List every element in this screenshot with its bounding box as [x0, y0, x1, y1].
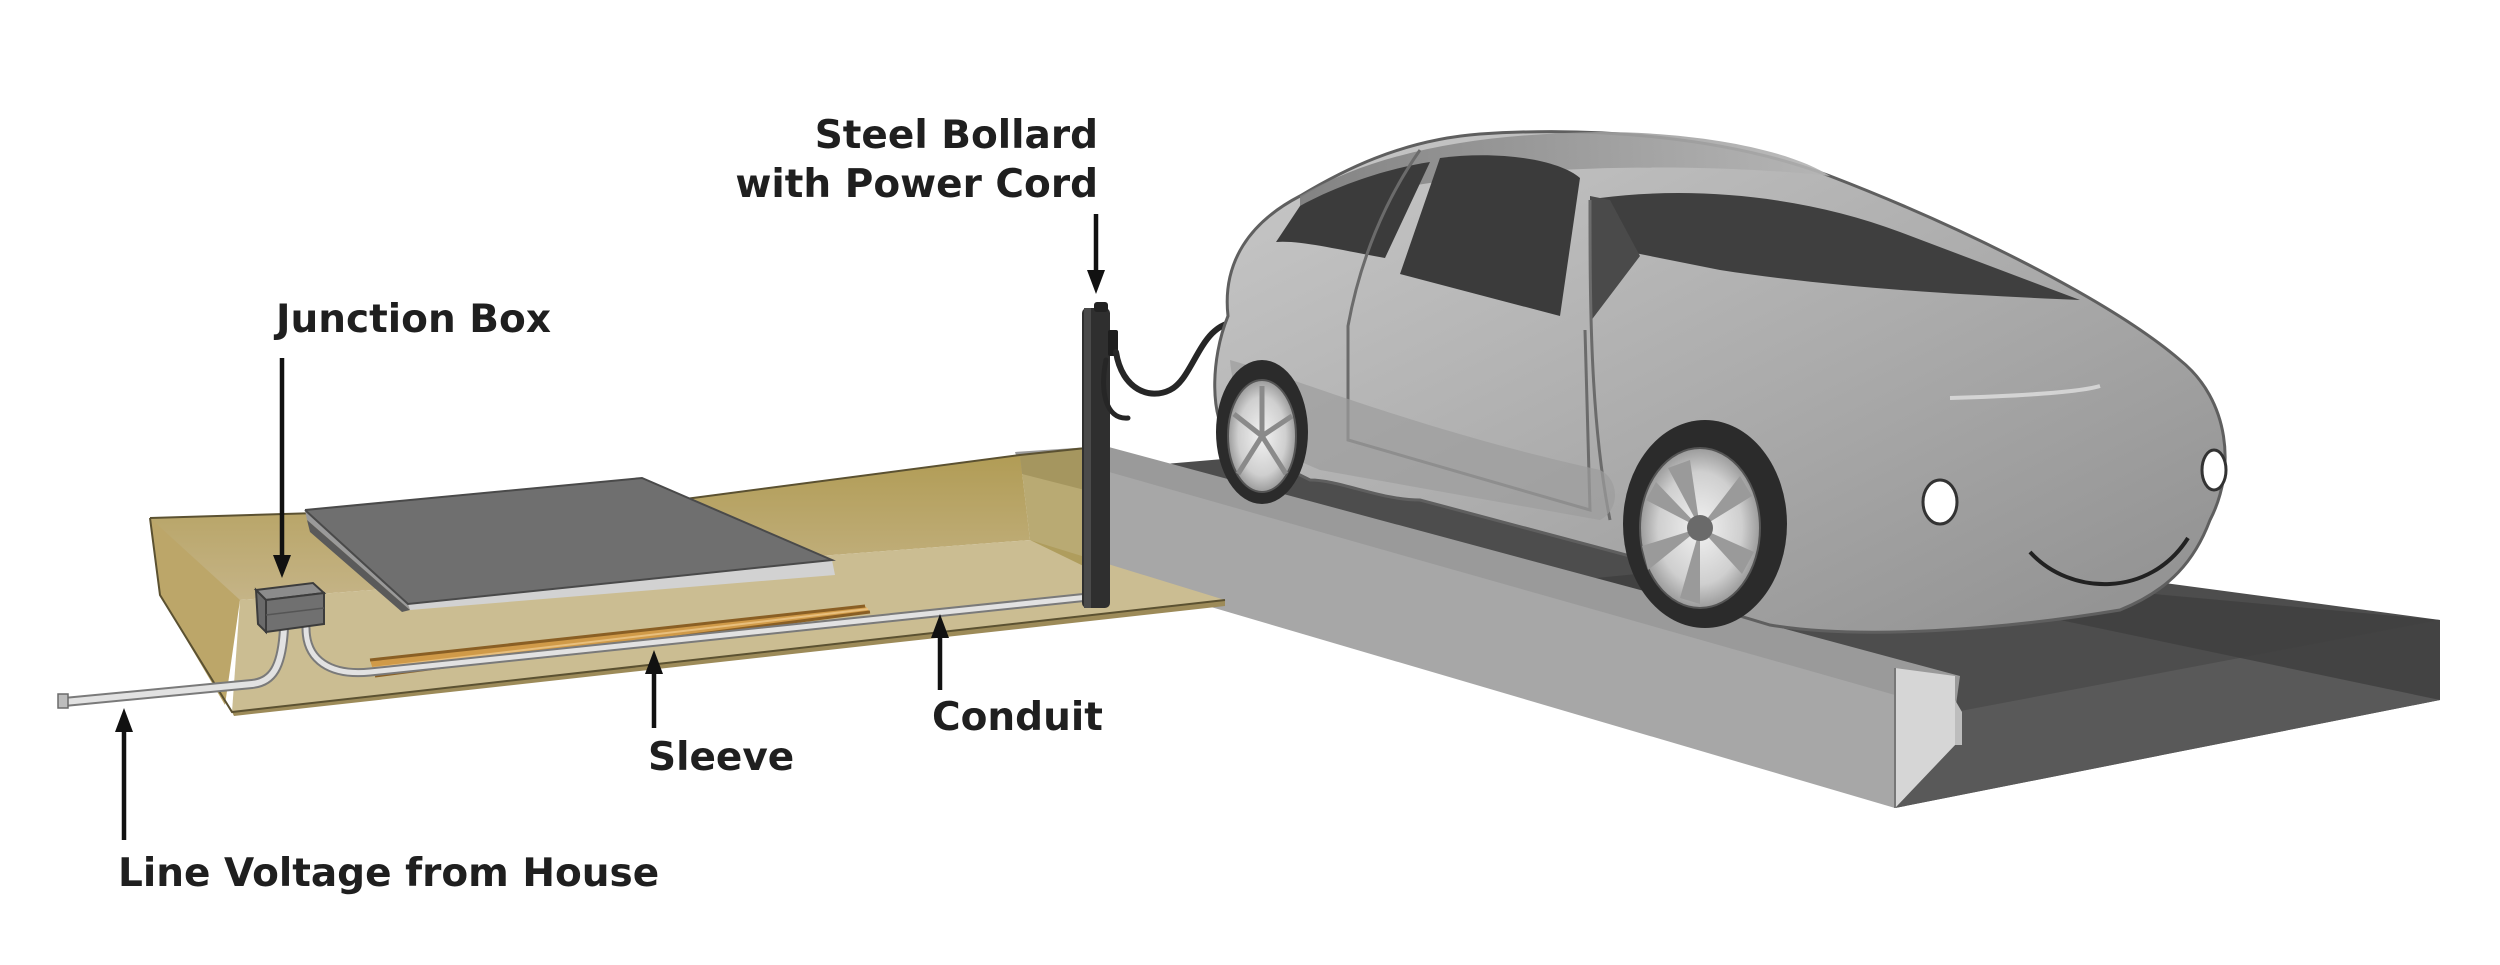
junction-box-icon [253, 581, 327, 635]
junction-box-label: Junction Box [273, 297, 551, 342]
conduit-callout: Conduit [931, 614, 1103, 740]
concrete-slab [304, 476, 836, 612]
slab-front-edge [408, 560, 835, 610]
steel-bollard-callout: Steel Bollard with Power Cord [735, 113, 1105, 294]
line-voltage-label: Line Voltage from House [118, 851, 659, 896]
curb-end-face [1895, 668, 1955, 808]
line-voltage-callout: Line Voltage from House [115, 708, 659, 896]
steel-bollard-label-line2: with Power Cord [735, 162, 1098, 207]
curb-side [1102, 470, 1955, 808]
arrow-down-icon [273, 555, 291, 578]
headlight-left [1921, 478, 1959, 526]
rear-side-window [1276, 162, 1430, 258]
front-side-window [1400, 155, 1580, 316]
slab-top [305, 478, 832, 604]
grille [2028, 536, 2190, 587]
arrow-up-icon [645, 650, 663, 674]
windshield [1600, 193, 2080, 300]
car-icon [1213, 130, 2228, 634]
junction-box-callout: Junction Box [273, 297, 551, 578]
trench-left-wall [150, 518, 240, 705]
conduit [57, 591, 1103, 709]
conduit-label: Conduit [932, 695, 1103, 740]
sleeve-callout: Sleeve [645, 650, 794, 780]
arrow-up-icon [931, 614, 949, 638]
steel-bollard-label-line1: Steel Bollard [815, 113, 1098, 158]
arrow-down-icon [1087, 270, 1105, 294]
power-cord [1113, 318, 1243, 397]
headlight-right [2200, 448, 2228, 492]
sleeve-label: Sleeve [648, 735, 794, 780]
arrow-up-icon [115, 708, 133, 732]
